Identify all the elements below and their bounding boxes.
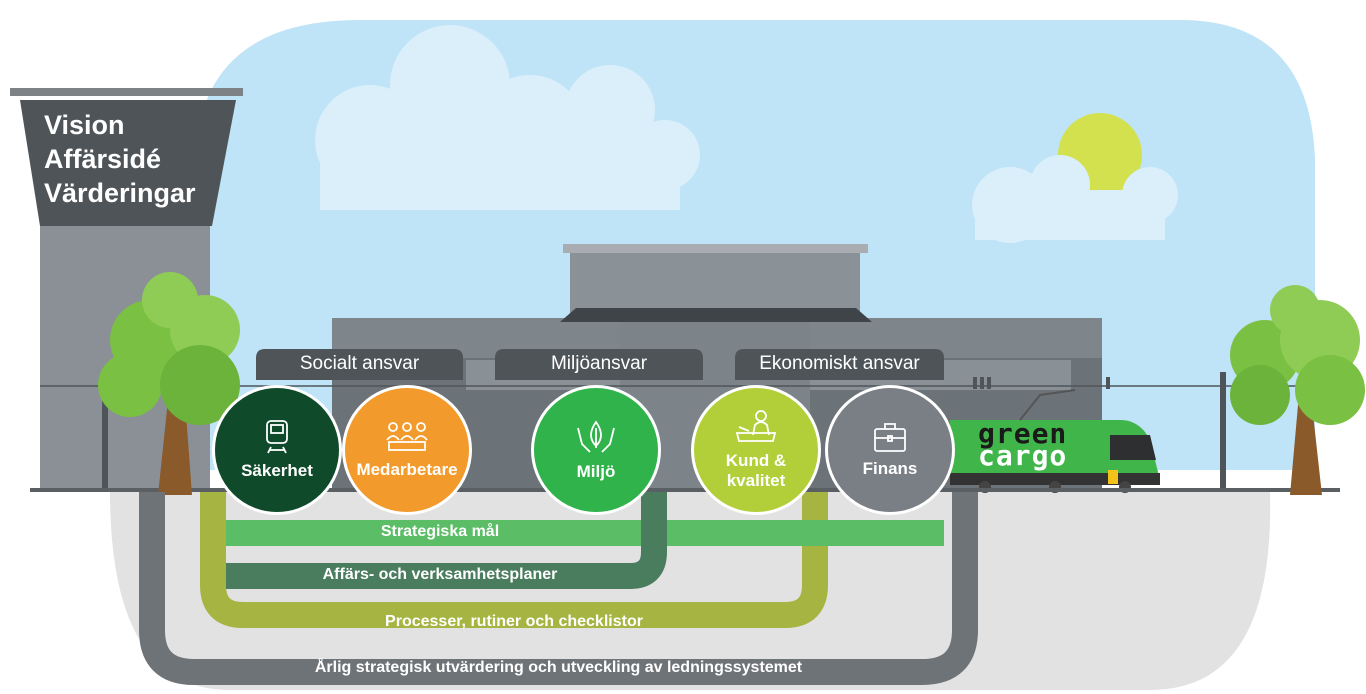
pole-left	[102, 372, 108, 492]
people-figures	[973, 377, 1110, 389]
briefcase-icon	[874, 423, 906, 452]
tower-line-vision: Vision	[44, 110, 125, 140]
review-band	[139, 492, 978, 685]
tower-sign: Vision Affärsidé Värderingar	[44, 108, 196, 210]
cloud-right	[972, 155, 1178, 243]
area-label: Säkerhet	[241, 461, 313, 480]
category-tabs	[256, 349, 944, 380]
area-label: Miljö	[576, 462, 616, 481]
strategic-band	[226, 520, 944, 546]
tower-line-business-idea: Affärsidé	[44, 144, 162, 174]
label-processes: Processer, rutiner och checklistor	[385, 613, 643, 630]
process-band	[200, 492, 828, 628]
label-strategic-goals: Strategiska mål	[380, 523, 500, 540]
category-economic: Ekonomiskt ansvar	[759, 353, 920, 374]
cloud-left	[315, 25, 700, 210]
category-environment: Miljöansvar	[550, 353, 648, 374]
hands-leaf-icon	[577, 420, 615, 453]
tower-line-values: Värderingar	[44, 178, 196, 208]
label-annual-review: Årlig strategisk utvärdering och utveckl…	[314, 659, 803, 676]
label-business-plans: Affärs- och verksamhetsplaner	[322, 566, 558, 583]
area-label: Finans	[862, 459, 918, 478]
tree-left	[98, 272, 240, 495]
pole-right	[1220, 372, 1226, 492]
ground-line	[30, 488, 1340, 492]
area-safety: Säkerhet	[212, 385, 342, 515]
train	[950, 389, 1160, 493]
area-finance: Finans	[825, 385, 955, 515]
people-meeting-icon	[386, 422, 428, 451]
area-customer-quality: Kund & kvalitet	[691, 385, 821, 515]
train-icon	[266, 420, 288, 454]
area-label: Medarbetare	[356, 460, 458, 479]
area-label: Kund & kvalitet	[725, 451, 787, 490]
green-cargo-logo: green cargo	[978, 417, 1068, 472]
tree-right	[1230, 285, 1365, 495]
area-environment: Miljö	[531, 385, 661, 515]
person-desk-icon	[735, 410, 777, 442]
plans-band	[226, 492, 667, 589]
category-social: Socialt ansvar	[299, 353, 420, 374]
area-employees: Medarbetare	[342, 385, 472, 515]
